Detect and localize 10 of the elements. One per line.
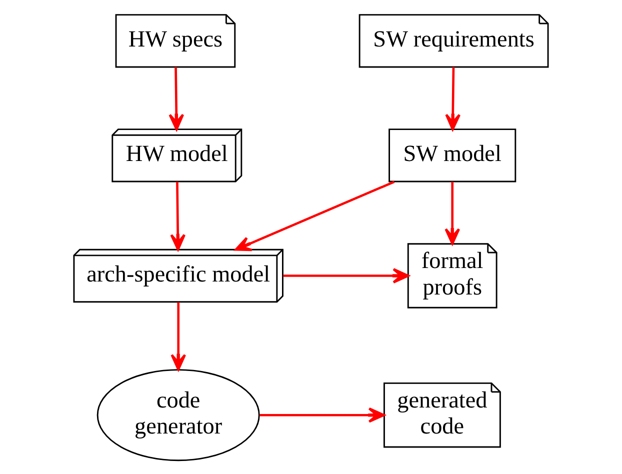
node-ellipse: code generator [96, 368, 260, 461]
arrow [444, 181, 460, 244]
arrow [168, 66, 184, 130]
arrow [170, 181, 186, 250]
arrow [260, 406, 385, 422]
arrow [234, 180, 395, 251]
arrow [170, 302, 186, 370]
node-box: SW model [388, 128, 516, 182]
arrow [283, 268, 410, 283]
arrow [445, 66, 461, 130]
